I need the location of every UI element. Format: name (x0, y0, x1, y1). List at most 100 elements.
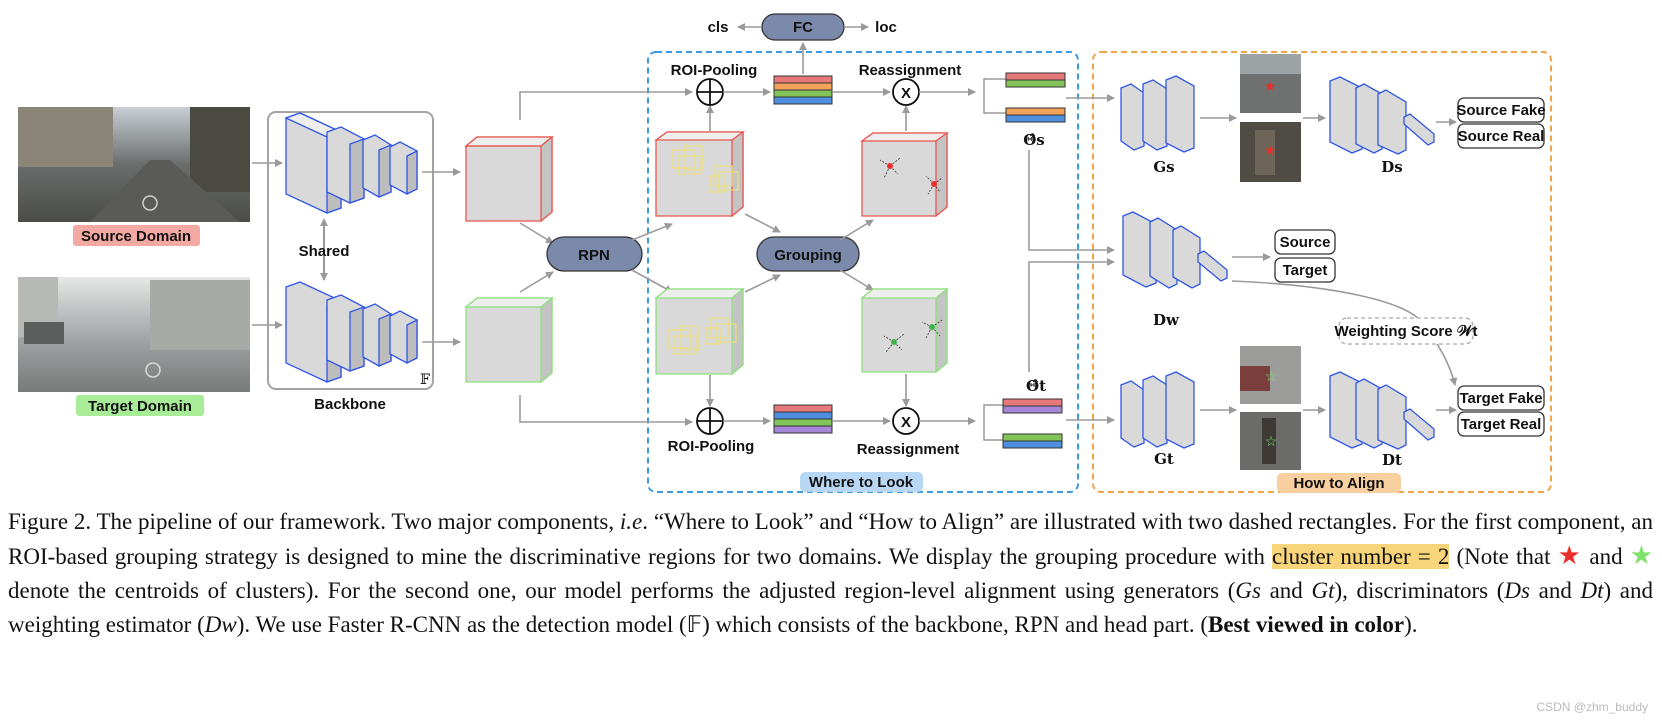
target-feature-map (464, 296, 554, 384)
source-domain-label: Source Domain (81, 228, 191, 245)
target-real-label: Target Real (1461, 416, 1542, 433)
ds-label: Ds (1381, 158, 1402, 176)
how-to-align-pill (1277, 473, 1401, 493)
how-to-align-label: How to Align (1293, 475, 1384, 492)
discriminator-dt (1329, 371, 1435, 450)
target-label: Target (1283, 262, 1328, 279)
cluster-number-highlight: cluster number = 2 (1272, 544, 1450, 569)
figure-caption: Figure 2. The pipeline of our framework.… (8, 505, 1653, 642)
caption-bold: Best viewed in color (1208, 612, 1405, 637)
backbone-box (267, 111, 434, 390)
arrow (839, 269, 874, 291)
caption-text: ), discriminators ( (1334, 578, 1505, 603)
arrow (519, 395, 693, 426)
caption-gt: Gt (1311, 578, 1335, 603)
theta-s-label: Θ̂s (1023, 131, 1045, 149)
pooled-features-bottom (773, 404, 833, 434)
arrow (1028, 150, 1115, 254)
arrow (631, 269, 673, 293)
source-domain-pill (73, 225, 200, 246)
where-to-look-pill (800, 472, 923, 492)
target-fake-label: Target Fake (1459, 390, 1542, 407)
caption-ie: i.e (619, 509, 643, 534)
caption-dt: Dt (1580, 578, 1604, 603)
grouping-node (756, 236, 860, 272)
where-to-look-box (647, 51, 1079, 493)
reassigned-features-bottom (1002, 398, 1063, 449)
backbone-label: Backbone (314, 396, 386, 413)
rpn-label: RPN (578, 247, 610, 264)
bracket (983, 78, 1006, 114)
caption-gs: Gs (1235, 578, 1261, 603)
bracket (983, 404, 1003, 441)
caption-text: ). (1404, 612, 1418, 637)
red-star-icon: ★ (1264, 142, 1277, 158)
green-star-icon (891, 324, 935, 345)
weighting-score-box (1338, 317, 1474, 345)
caption-text: and (1260, 578, 1312, 603)
red-star-icon (887, 163, 937, 187)
caption-text: The pipeline of our framework. Two major… (91, 509, 620, 534)
weighting-score-label: Weighting Score 𝒲t (1335, 323, 1478, 340)
multiply-circle-icon: X (892, 78, 920, 106)
multiply-circle-icon: X (892, 407, 920, 435)
source-image (18, 107, 250, 222)
svg-text:X: X (901, 85, 911, 102)
shared-label: Shared (299, 243, 350, 260)
caption-text: . “Where to Look” and “How to Align” are… (8, 509, 1653, 569)
caption-ds: Ds (1504, 578, 1530, 603)
generator-gt (1120, 371, 1195, 449)
source-fake-box (1457, 97, 1545, 123)
green-star-icon: ☆ (1265, 433, 1278, 449)
svg-text:X: X (901, 414, 911, 431)
target-domain-label: Target Domain (88, 398, 192, 415)
source-real-label: Source Real (1458, 128, 1545, 145)
backbone-top-layers (284, 112, 418, 214)
arrow (519, 271, 554, 293)
source-patches: ★ ★ (1240, 54, 1301, 182)
theta-t-label: Θ̂t (1026, 377, 1046, 395)
watermark: CSDN @zhm_buddy (1536, 700, 1648, 714)
caption-text: (Note that (1449, 544, 1558, 569)
target-box (1274, 257, 1336, 283)
pooled-features-top (773, 75, 833, 105)
arrow (744, 274, 781, 293)
source-roi-map (654, 130, 745, 218)
red-star-icon: ★ (1264, 78, 1277, 94)
cls-label: cls (708, 19, 729, 36)
target-roi-map (654, 287, 745, 376)
green-star-icon: ★ (1629, 541, 1653, 570)
source-fake-label: Source Fake (1456, 102, 1545, 119)
red-star-icon: ★ (1557, 541, 1583, 570)
caption-text: ). We use Faster R-CNN as the detection … (236, 612, 1209, 637)
target-patches: ☆ ☆ (1240, 346, 1301, 470)
dt-label: Dt (1382, 451, 1402, 469)
gt-label: Gt (1154, 450, 1174, 468)
target-real-box (1457, 411, 1545, 437)
rpn-node (546, 236, 643, 272)
figure-label: Figure 2. (8, 509, 92, 534)
fc-label: FC (793, 19, 813, 36)
backbone-bottom-layers (285, 281, 418, 383)
weighting-arrow (1231, 280, 1458, 386)
target-cluster-map (860, 287, 949, 374)
arrow (1028, 258, 1115, 372)
discriminator-dw (1122, 211, 1228, 289)
green-star-icon: ☆ (1265, 368, 1278, 384)
backbone-symbol: 𝔽 (420, 372, 430, 388)
grouping-label: Grouping (774, 247, 842, 264)
pipeline-diagram: Source Domain Target Domain Shared 𝔽 Bac… (18, 13, 1552, 493)
target-domain-pill (76, 395, 204, 416)
caption-text: and (1582, 544, 1630, 569)
dw-label: Dw (1153, 311, 1180, 329)
target-fake-box (1457, 385, 1545, 411)
caption-text: and (1529, 578, 1581, 603)
caption-text: denote the centroids of clusters). For t… (8, 578, 1236, 603)
arrow (744, 213, 781, 233)
reassigned-features-top (1005, 72, 1066, 123)
loc-label: loc (875, 19, 897, 36)
target-image (18, 277, 250, 392)
gs-label: Gs (1153, 158, 1174, 176)
arrow (519, 88, 693, 120)
arrow (631, 222, 673, 241)
